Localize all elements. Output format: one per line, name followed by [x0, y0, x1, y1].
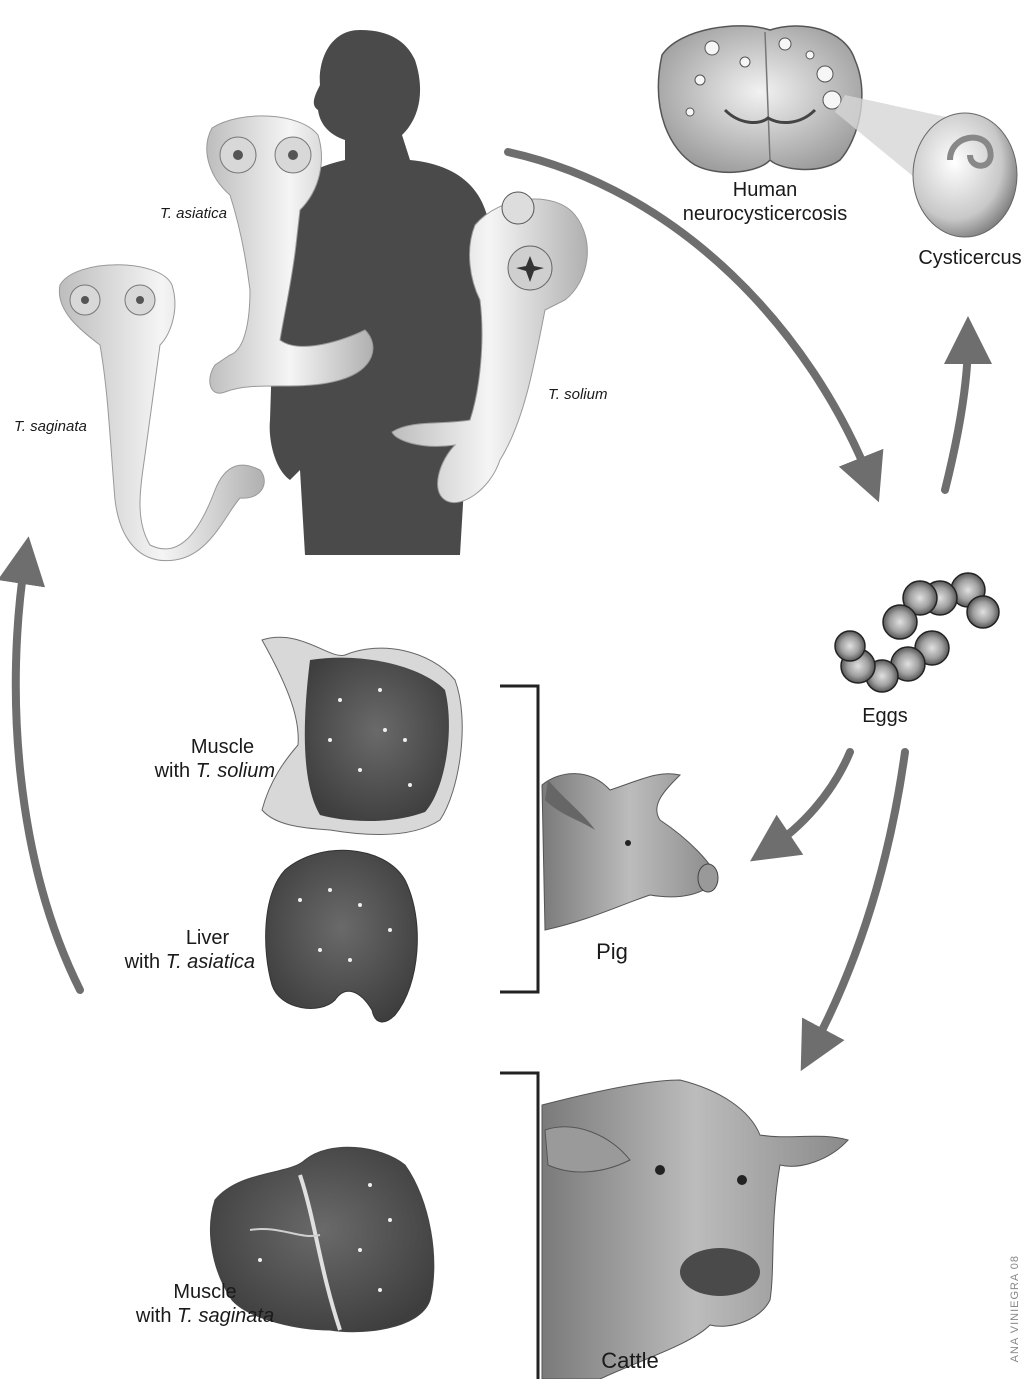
neuro-label-line1: Human [665, 178, 865, 202]
arrow-eggs-to-cysticercus [945, 340, 968, 490]
cysticercus-illustration [913, 113, 1017, 237]
eggs-label: Eggs [850, 704, 920, 728]
arrow-eggs-to-pig [770, 752, 850, 848]
pig-head-illustration [542, 774, 718, 930]
muscle-saginata-species: T. saginata [177, 1305, 274, 1327]
cattle-head-illustration [542, 1080, 848, 1379]
liver-species: T. asiatica [166, 951, 255, 973]
muscle-solium-species: T. solium [196, 760, 275, 782]
muscle-solium-line1: Muscle [140, 735, 275, 759]
cattle-bracket [500, 1073, 538, 1379]
t-asiatica-label: T. asiatica [160, 205, 227, 222]
t-saginata-worm [59, 265, 264, 561]
t-saginata-label: T. saginata [14, 418, 87, 435]
liver-line1: Liver [120, 926, 255, 950]
muscle-saginata-label: Muscle with T. saginata [130, 1280, 280, 1328]
neurocysticercosis-label: Human neurocysticercosis [665, 178, 865, 226]
pig-label: Pig [582, 940, 642, 964]
liver-label: Liver with T. asiatica [120, 926, 255, 974]
pork-muscle-illustration [262, 637, 462, 834]
cysticercus-label: Cysticercus [915, 246, 1025, 270]
muscle-saginata-prefix: with [136, 1305, 177, 1327]
muscle-solium-label: Muscle with T. solium [140, 735, 275, 783]
artist-credit: ANA VINIEGRA 08 [1009, 1255, 1021, 1362]
brain-cross-section [658, 26, 861, 172]
muscle-solium-prefix: with [155, 760, 196, 782]
pig-bracket [500, 686, 538, 992]
cattle-label: Cattle [585, 1349, 675, 1373]
t-solium-label: T. solium [548, 386, 607, 403]
liver-prefix: with [125, 951, 166, 973]
muscle-saginata-line1: Muscle [130, 1280, 280, 1304]
liver-illustration [266, 850, 418, 1022]
eggs-cluster [835, 573, 999, 692]
arrow-meat-to-human [16, 560, 80, 990]
neuro-label-line2: neurocysticercosis [665, 202, 865, 226]
